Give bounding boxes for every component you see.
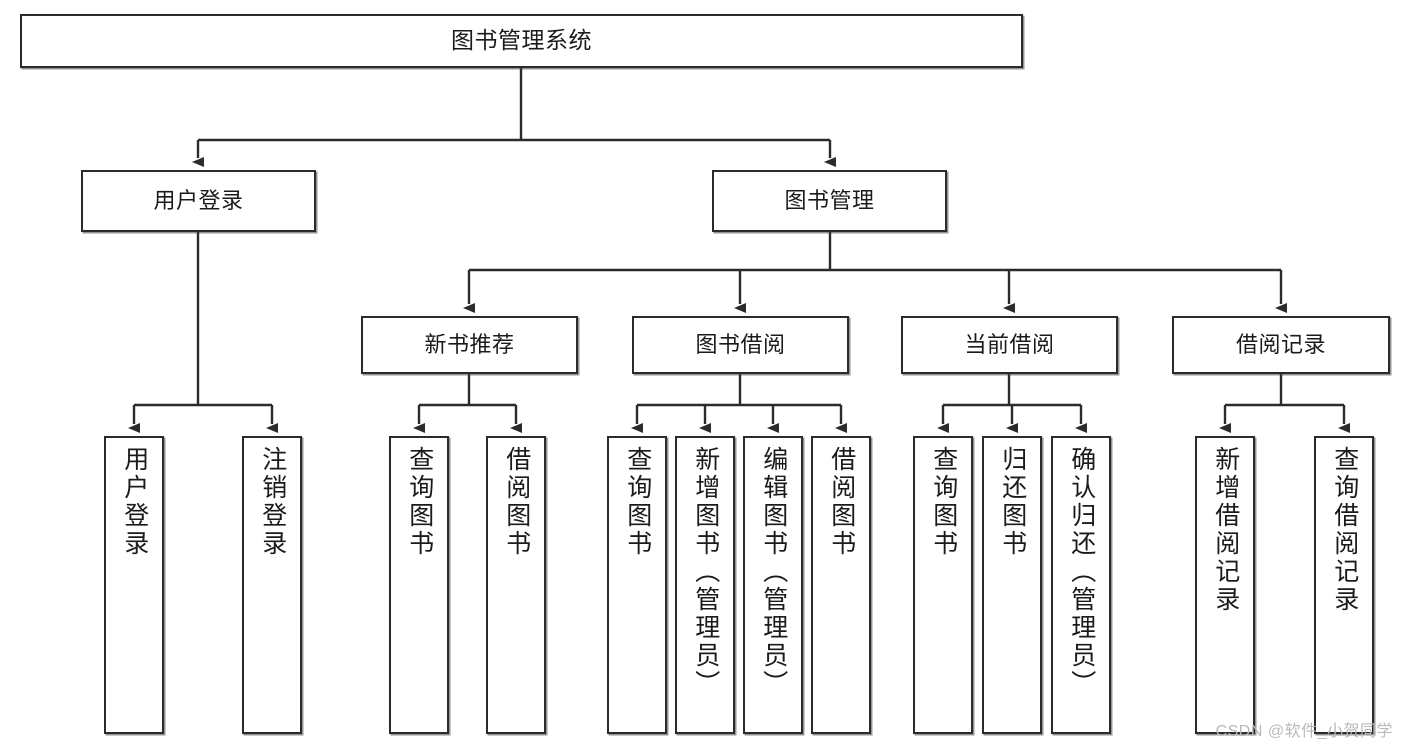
node-root[interactable]: 图书管理系统 <box>20 14 1023 68</box>
node-leaf-cur-query[interactable]: 查询图书 <box>913 436 973 734</box>
edge-group-book-manage <box>463 232 1287 313</box>
node-leaf-borrow-query-label: 查询图书 <box>623 446 652 558</box>
node-leaf-user-logout[interactable]: 注销登录 <box>242 436 302 734</box>
edge-group-book-borrow <box>631 374 847 433</box>
node-leaf-cur-query-label: 查询图书 <box>929 446 958 558</box>
edge-group-user-login <box>128 232 278 433</box>
node-leaf-cur-confirm-label: 确认归还（管理员） <box>1067 446 1096 698</box>
node-new-book-rec-label: 新书推荐 <box>424 332 515 358</box>
node-leaf-rec-add[interactable]: 新增借阅记录 <box>1195 436 1255 734</box>
node-borrow-record-label: 借阅记录 <box>1235 332 1326 358</box>
node-leaf-rec-query-label: 查询图书 <box>405 446 434 558</box>
node-leaf-user-logout-label: 注销登录 <box>258 446 287 558</box>
node-root-label: 图书管理系统 <box>451 27 592 54</box>
node-leaf-cur-return[interactable]: 归还图书 <box>982 436 1042 734</box>
node-book-borrow-label: 图书借阅 <box>695 332 786 358</box>
node-book-borrow[interactable]: 图书借阅 <box>632 316 849 374</box>
node-leaf-rec-borrow-label: 借阅图书 <box>502 446 531 558</box>
node-leaf-borrow-add-label: 新增图书（管理员） <box>691 446 720 698</box>
node-leaf-cur-return-label: 归还图书 <box>998 446 1027 558</box>
edge-group-borrow-record <box>1219 374 1350 433</box>
node-current-borrow-label: 当前借阅 <box>964 332 1055 358</box>
node-borrow-record[interactable]: 借阅记录 <box>1172 316 1390 374</box>
edge-group-root <box>192 68 836 167</box>
node-leaf-borrow-edit[interactable]: 编辑图书（管理员） <box>743 436 803 734</box>
node-leaf-borrow-add[interactable]: 新增图书（管理员） <box>675 436 735 734</box>
node-leaf-rec-query[interactable]: 查询图书 <box>389 436 449 734</box>
edge-group-new-book-rec <box>413 374 522 433</box>
node-leaf-borrow-edit-label: 编辑图书（管理员） <box>759 446 788 698</box>
node-leaf-rec-search[interactable]: 查询借阅记录 <box>1314 436 1374 734</box>
node-user-login-label: 用户登录 <box>153 188 244 214</box>
node-leaf-borrow-lend-label: 借阅图书 <box>827 446 856 558</box>
node-new-book-rec[interactable]: 新书推荐 <box>361 316 578 374</box>
node-leaf-user-login[interactable]: 用户登录 <box>104 436 164 734</box>
node-leaf-user-login-label: 用户登录 <box>120 446 149 558</box>
node-leaf-cur-confirm[interactable]: 确认归还（管理员） <box>1051 436 1111 734</box>
node-leaf-rec-add-label: 新增借阅记录 <box>1211 446 1240 614</box>
edge-group-current-borrow <box>937 374 1087 433</box>
node-current-borrow[interactable]: 当前借阅 <box>901 316 1118 374</box>
node-book-manage[interactable]: 图书管理 <box>712 170 947 232</box>
node-leaf-rec-search-label: 查询借阅记录 <box>1330 446 1359 614</box>
node-user-login[interactable]: 用户登录 <box>81 170 316 232</box>
node-leaf-borrow-query[interactable]: 查询图书 <box>607 436 667 734</box>
node-leaf-rec-borrow[interactable]: 借阅图书 <box>486 436 546 734</box>
node-leaf-borrow-lend[interactable]: 借阅图书 <box>811 436 871 734</box>
node-book-manage-label: 图书管理 <box>784 188 875 214</box>
